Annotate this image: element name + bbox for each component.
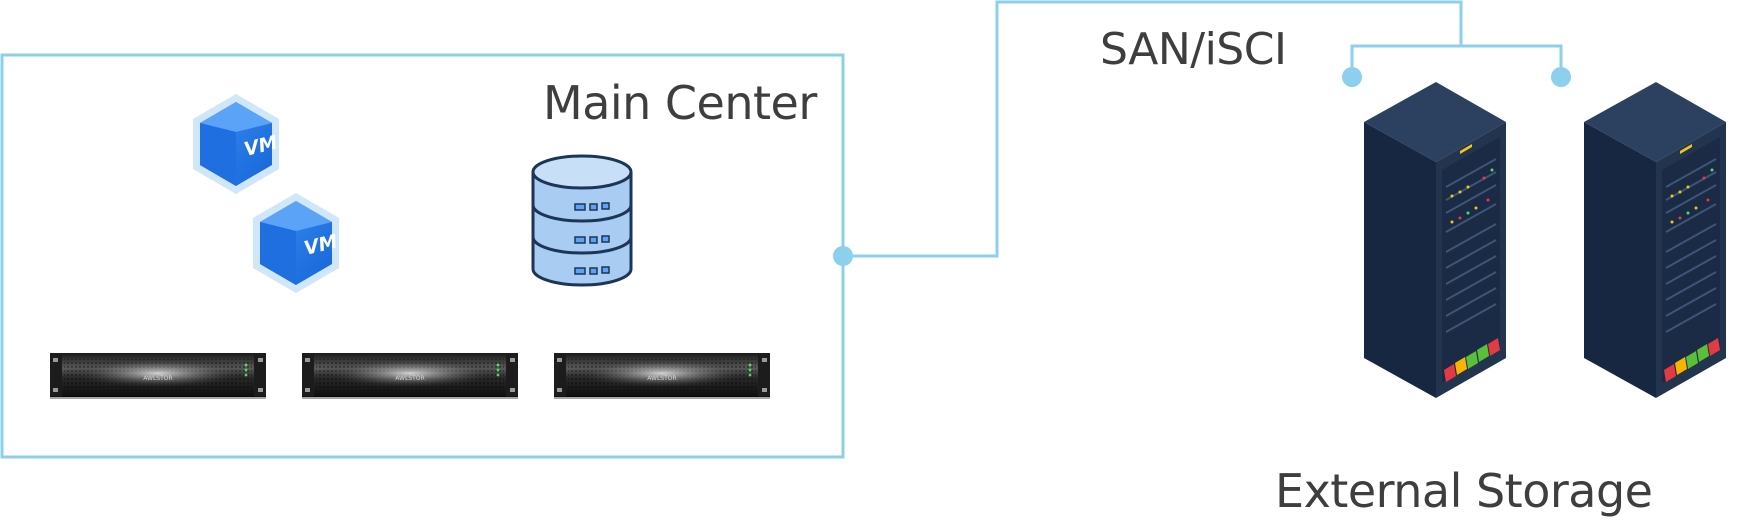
- svg-text:AWLSTOR: AWLSTOR: [395, 375, 424, 382]
- connector-node-main: [833, 246, 853, 266]
- main-center-label: Main Center: [543, 76, 817, 130]
- connector-node-storage-2: [1551, 67, 1571, 87]
- rack-server: AWLSTOR: [50, 353, 266, 399]
- san-connector: [843, 0, 1563, 258]
- connector-node-storage-1: [1342, 67, 1362, 87]
- vm-icon: [193, 94, 280, 194]
- san-iscsi-label: SAN/iSCI: [1100, 24, 1287, 75]
- database-icon: [531, 154, 633, 287]
- rack-server: AWLSTOR: [554, 353, 770, 399]
- storage-rack: [1583, 81, 1727, 399]
- vm-icon: [253, 193, 340, 293]
- svg-text:AWLSTOR: AWLSTOR: [647, 375, 676, 382]
- storage-rack: [1363, 81, 1507, 399]
- svg-text:AWLSTOR: AWLSTOR: [143, 375, 172, 382]
- external-storage-label: External Storage: [1275, 464, 1653, 518]
- rack-server: AWLSTOR: [302, 353, 518, 399]
